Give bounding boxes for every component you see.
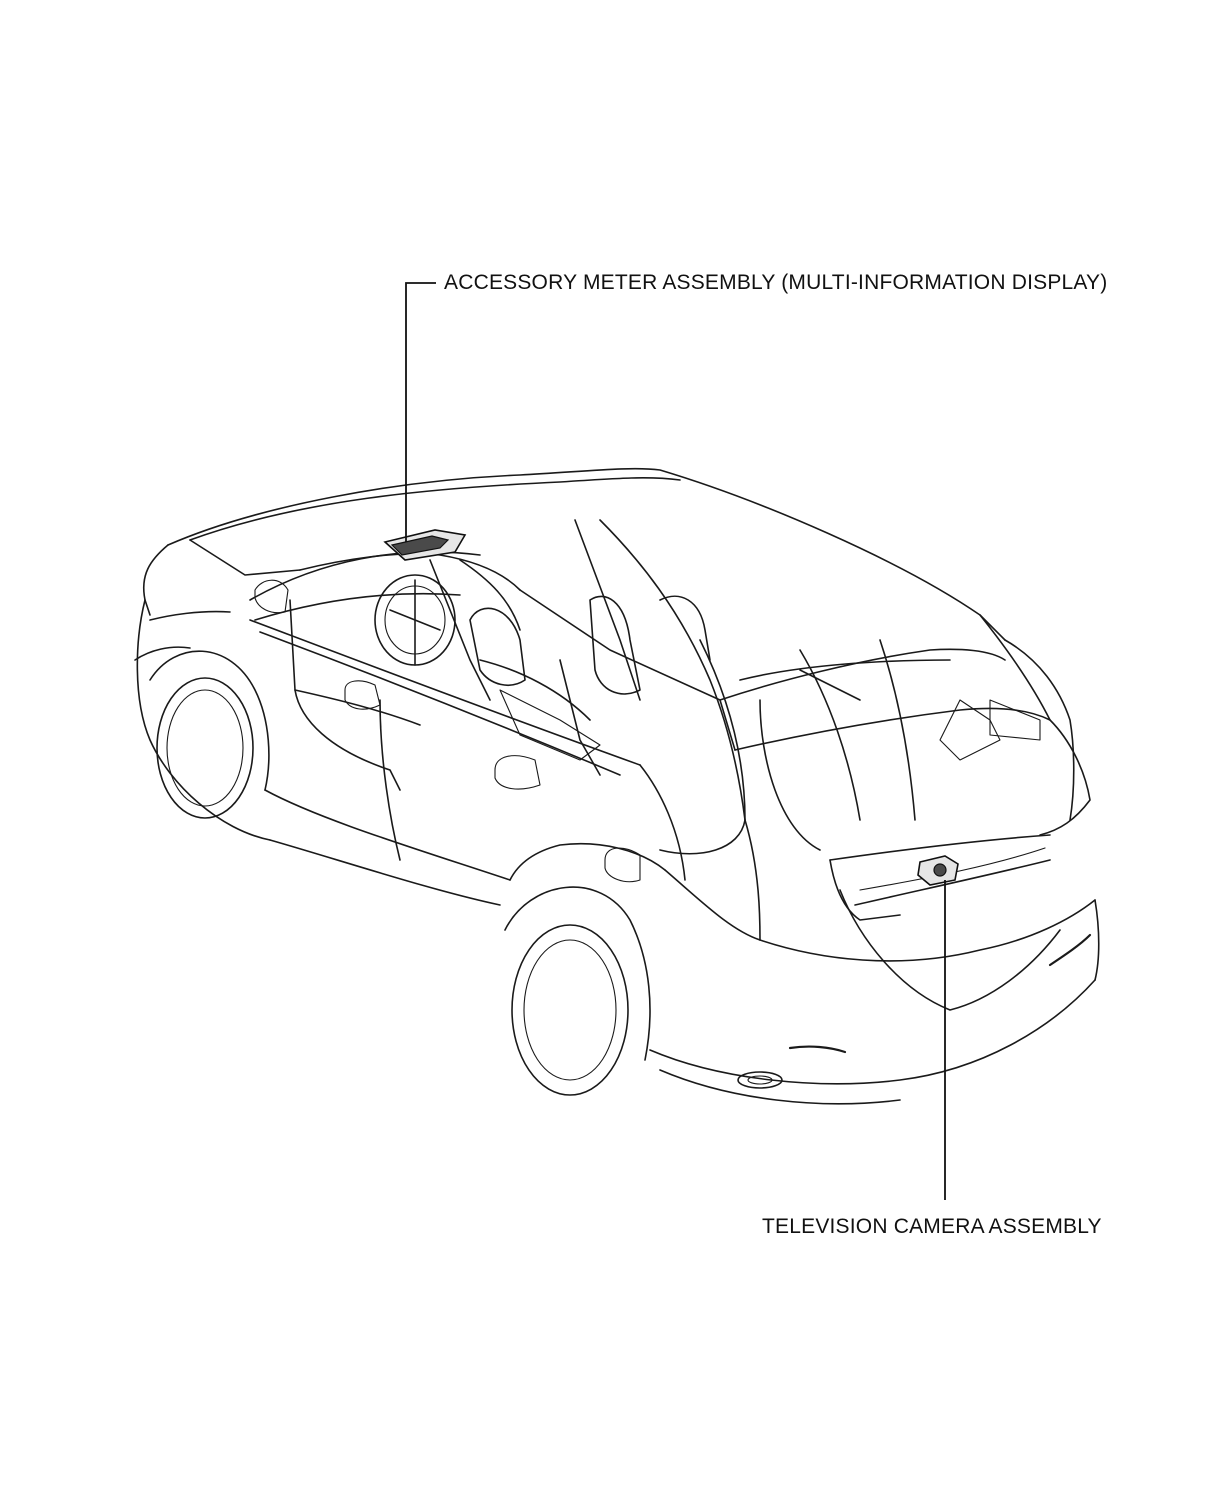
television-camera-callout-label: TELEVISION CAMERA ASSEMBLY bbox=[762, 1215, 1102, 1238]
vehicle-outline-drawing bbox=[134, 467, 1100, 1105]
television-camera-assembly-component bbox=[917, 855, 959, 886]
accessory-meter-callout-label: ACCESSORY METER ASSEMBLY (MULTI-INFORMAT… bbox=[444, 271, 1108, 294]
accessory-meter-leader-line bbox=[405, 282, 436, 542]
accessory-meter-assembly-component bbox=[383, 529, 467, 561]
